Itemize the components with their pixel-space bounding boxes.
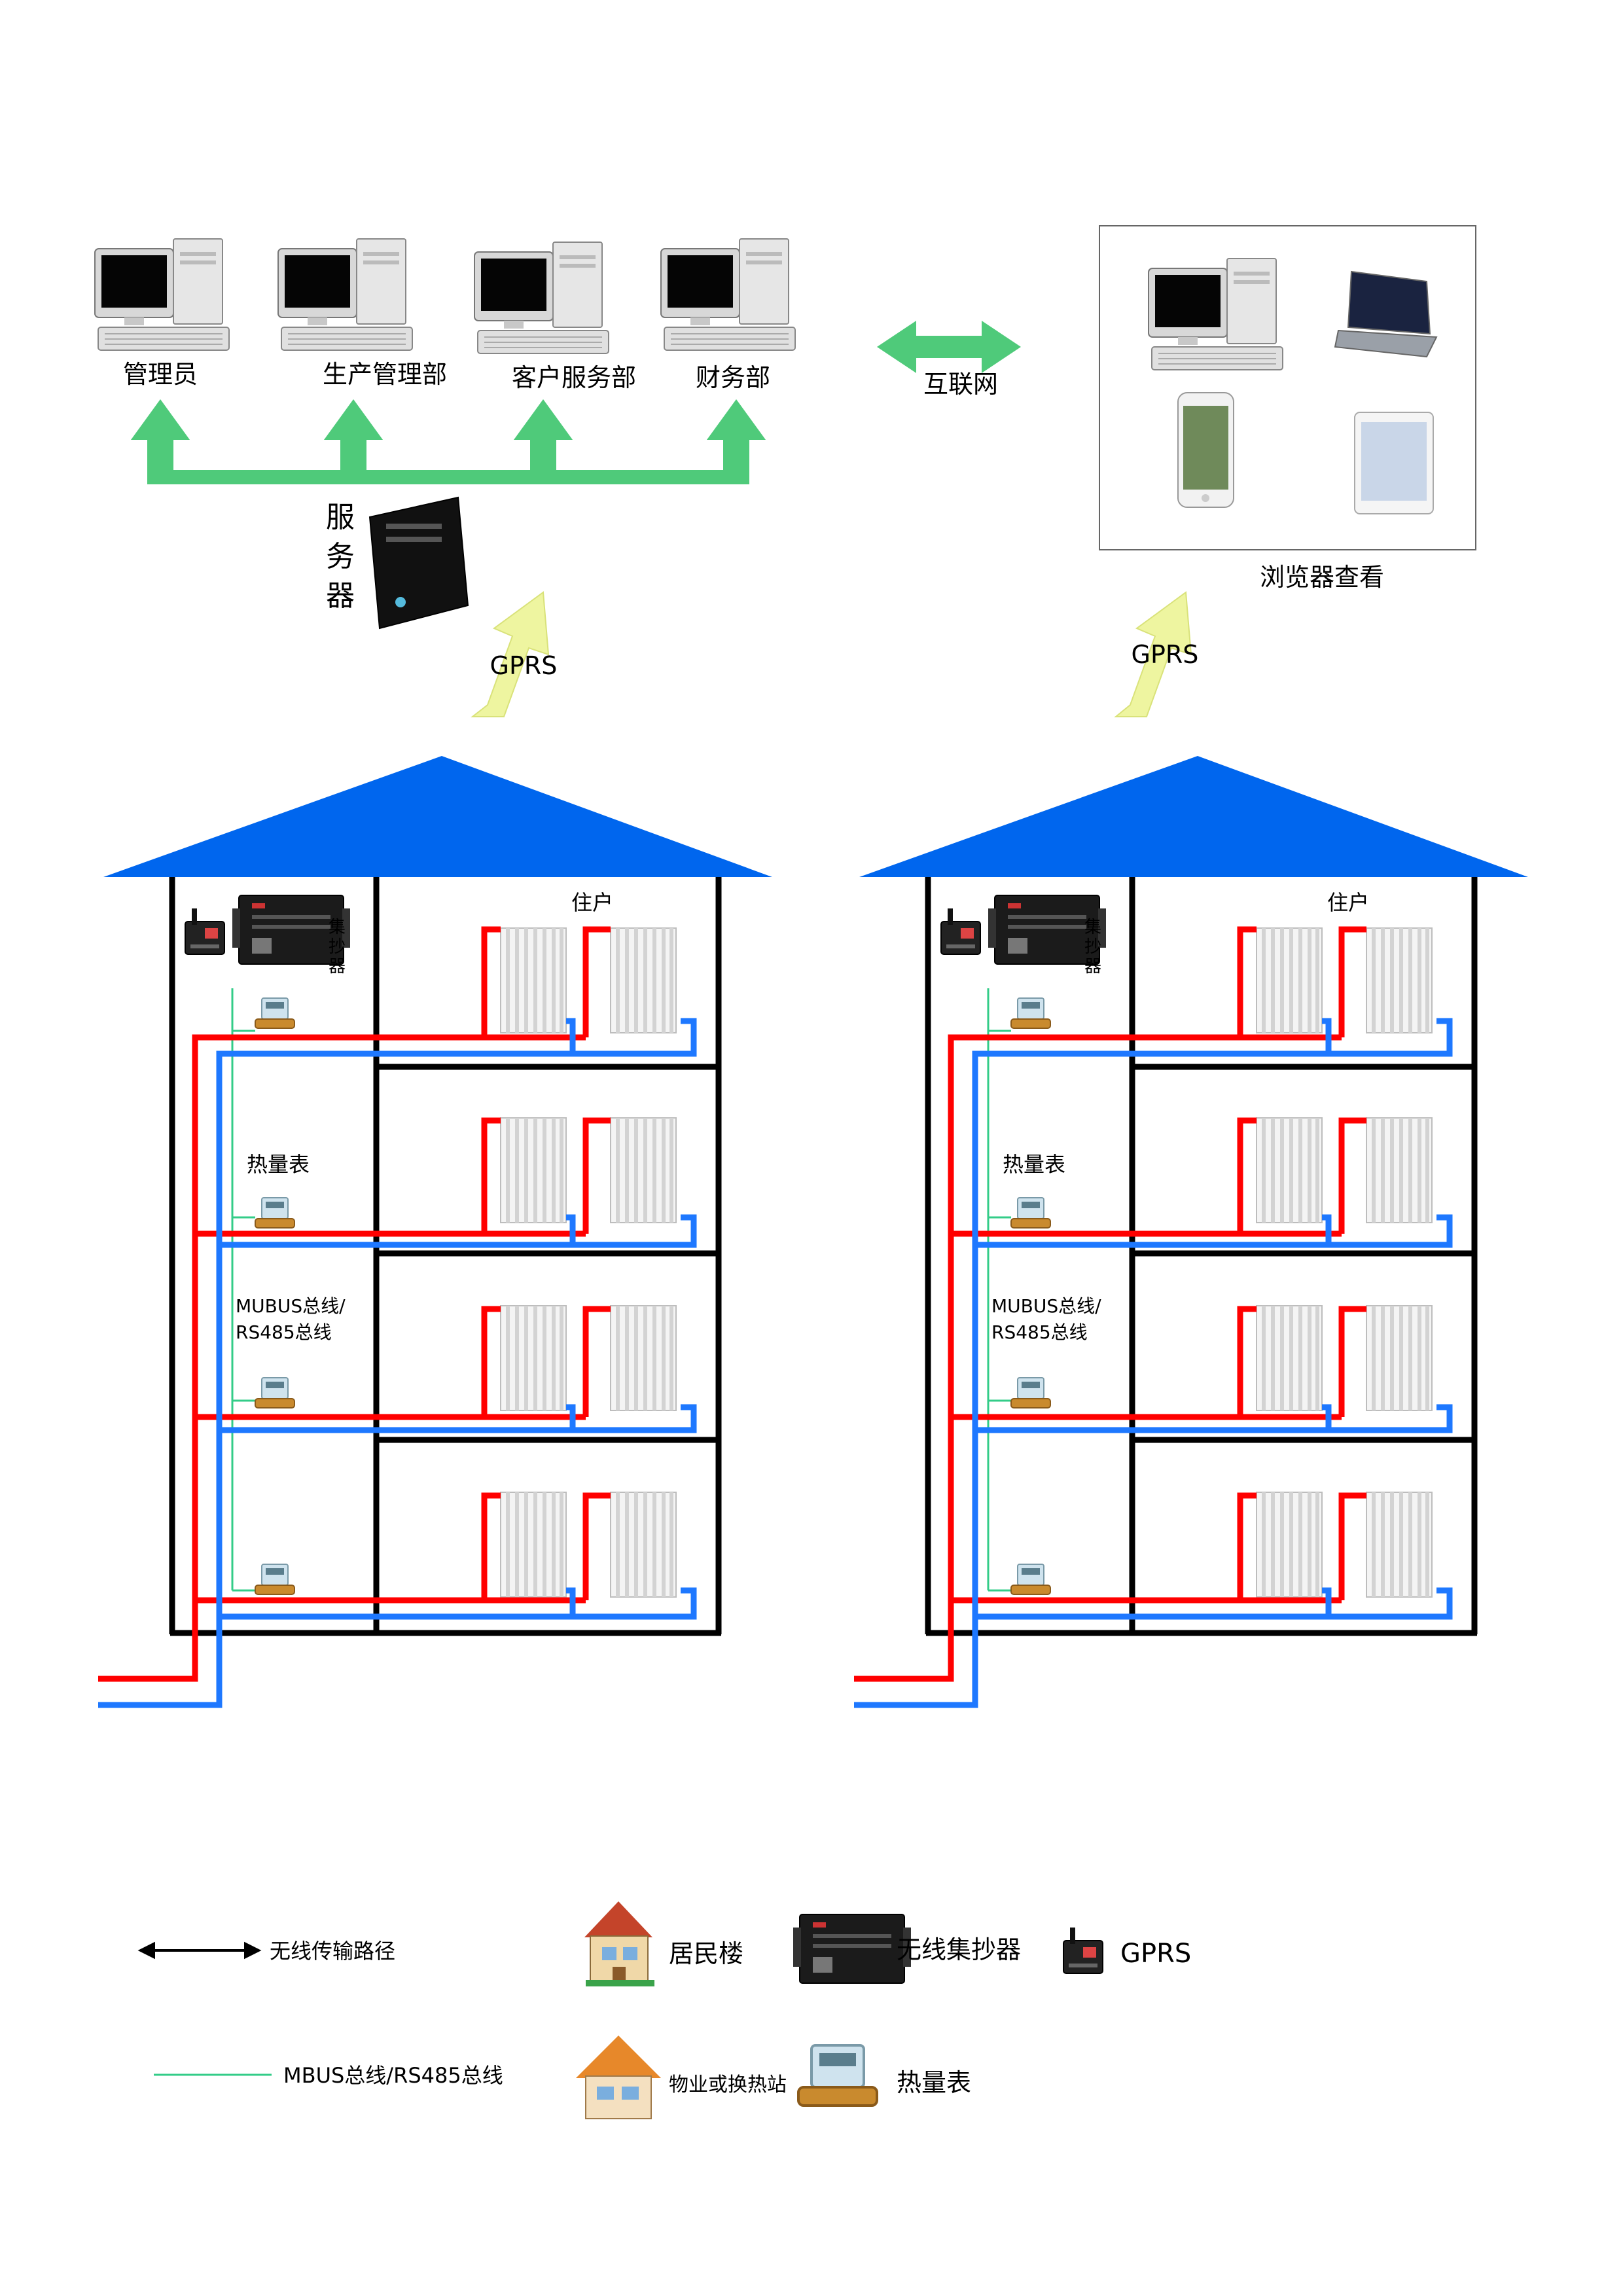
smartphone-icon (1177, 392, 1234, 508)
bus-label: MUBUS总线/ (991, 1295, 1101, 1317)
bus-line (987, 988, 1011, 1592)
network-arrows (131, 399, 766, 484)
bus-label: RS485总线 (236, 1321, 332, 1343)
heat-meter-icon (1010, 1377, 1051, 1408)
meter-label: 热量表 (1003, 1152, 1065, 1177)
server-icon (368, 496, 469, 630)
heat-meter-icon (255, 1377, 295, 1408)
double-arrow-icon (137, 1941, 262, 1960)
server-label: 器 (326, 579, 355, 613)
heat-meter-icon (255, 997, 295, 1029)
gprs-label: GPRS (490, 651, 558, 680)
computer-icon (1148, 258, 1283, 370)
building-left: 集 抄 器 住户 热量表 MUBUS总线/ RS485总线 (98, 756, 772, 1708)
legend-residential-label: 居民楼 (669, 1939, 743, 1968)
heat-meter-icon (797, 2044, 878, 2107)
radiator-icon (1366, 1492, 1433, 1598)
legend-collector-label: 无线集抄器 (897, 1935, 1021, 1964)
wireless-collector-icon (793, 1914, 912, 1984)
resident-label: 住户 (571, 890, 613, 915)
legend: 无线传输路径 MBUS总线/RS485总线 居民楼 无线集抄器 GPRS 物业或… (137, 1901, 1191, 2119)
radiator-icon (1366, 1305, 1433, 1411)
office-network: 管理员 生产管理部 客户服务部 财务部 服 务 器 (94, 225, 1476, 717)
return-pipe (854, 1018, 1453, 1708)
heat-meter-icon (1010, 1564, 1051, 1595)
radiator-icon (1256, 1305, 1323, 1411)
radiator-icon (1256, 1117, 1323, 1223)
laptop-icon (1334, 270, 1438, 358)
radiator-icon (610, 1117, 677, 1223)
computer-icon (660, 238, 796, 351)
radiator-icon (1366, 927, 1433, 1033)
collector-label: 集 (329, 918, 346, 937)
return-pipe (98, 1018, 697, 1708)
station-house-icon (576, 2036, 661, 2119)
collector-label: 器 (1084, 957, 1101, 977)
house-icon (584, 1901, 654, 1986)
department-label: 管理员 (123, 360, 198, 389)
computer-icon (94, 238, 230, 351)
heat-meter-icon (1010, 997, 1051, 1029)
collector-label: 抄 (1084, 937, 1101, 957)
gprs-uplink-arrow-right (1114, 591, 1192, 717)
gprs-module-icon (185, 908, 225, 955)
legend-meter-label: 热量表 (897, 2068, 971, 2097)
collector-label: 抄 (329, 937, 346, 957)
building-right: 集 抄 器 住户 热量表 MUBUS总线/ RS485总线 (854, 756, 1528, 1708)
supply-pipe (98, 926, 611, 1682)
radiator-icon (610, 1492, 677, 1598)
internet-label: 互联网 (923, 370, 998, 399)
radiator-icon (500, 1305, 567, 1411)
resident-label: 住户 (1327, 890, 1369, 915)
internet-arrow (877, 321, 1021, 373)
legend-bus-label: MBUS总线/RS485总线 (283, 2063, 503, 2088)
gprs-label: GPRS (1132, 640, 1199, 669)
bus-line (231, 988, 255, 1592)
supply-pipe (854, 926, 1366, 1682)
heat-meter-icon (1010, 1197, 1051, 1229)
computer-icon (474, 242, 609, 354)
server-label: 务 (326, 540, 355, 573)
heat-meter-icon (255, 1197, 295, 1229)
computer-icon (277, 238, 413, 351)
legend-wireless-label: 无线传输路径 (270, 1939, 395, 1964)
collector-label: 集 (1084, 918, 1101, 937)
radiator-icon (1256, 1492, 1323, 1598)
server-label: 服 (326, 501, 355, 534)
roof (859, 756, 1528, 877)
radiator-icon (500, 1492, 567, 1598)
heat-meter-icon (255, 1564, 295, 1595)
bus-label: RS485总线 (991, 1321, 1088, 1343)
radiator-icon (500, 927, 567, 1033)
gprs-uplink-arrow-left (471, 591, 550, 717)
department-label: 客户服务部 (512, 363, 636, 392)
collector-label: 器 (329, 957, 346, 977)
tablet-icon (1354, 412, 1434, 514)
bus-label: MUBUS总线/ (236, 1295, 346, 1317)
department-label: 财务部 (696, 363, 770, 392)
browser-label: 浏览器查看 (1260, 563, 1384, 592)
legend-station-label: 物业或换热站 (669, 2073, 787, 2096)
radiator-icon (1366, 1117, 1433, 1223)
radiator-icon (610, 1305, 677, 1411)
radiator-icon (610, 927, 677, 1033)
gprs-module-icon (940, 908, 981, 955)
roof (103, 756, 772, 877)
radiator-icon (1256, 927, 1323, 1033)
meter-label: 热量表 (247, 1152, 310, 1177)
legend-gprs-label: GPRS (1120, 1939, 1191, 1969)
department-label: 生产管理部 (323, 360, 447, 389)
radiator-icon (500, 1117, 567, 1223)
gprs-module-icon (1063, 1927, 1103, 1974)
